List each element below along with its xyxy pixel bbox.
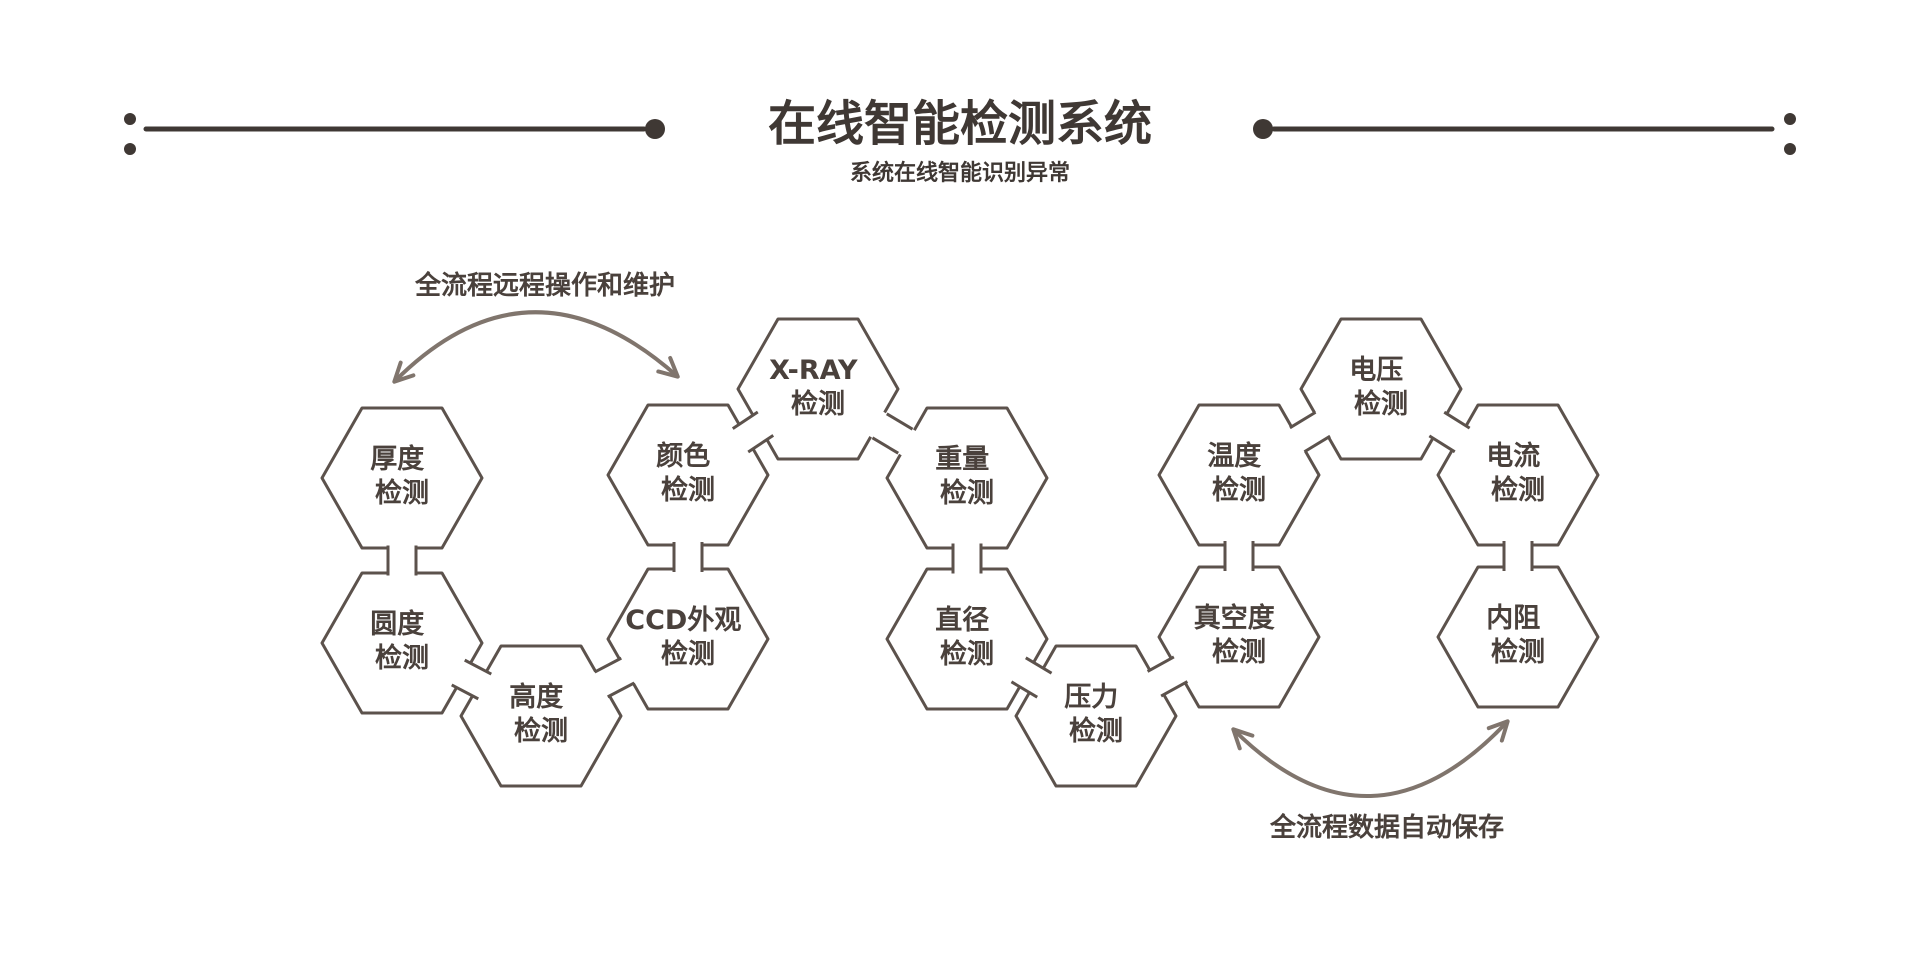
connector [584, 653, 645, 702]
connector [1137, 651, 1198, 702]
connector [723, 405, 783, 459]
header-decoration-right [1253, 113, 1796, 155]
connector [951, 532, 983, 585]
hexagon-shape [459, 644, 623, 788]
hex-node-temperature: 温度 检测 [1157, 403, 1321, 547]
hex-label: 电流 检测 [1486, 441, 1549, 506]
connector [441, 655, 502, 704]
hex-node-voltage: 电压 检测 [1299, 317, 1463, 461]
hex-label: CCD外观 检测 [625, 605, 750, 670]
hex-node-roundness: 圆度 检测 [320, 571, 484, 715]
hex-label: 内阻 检测 [1486, 603, 1549, 668]
remote-operation-arrow [392, 310, 680, 384]
hex-label: 压力 检测 [1064, 682, 1127, 747]
hex-node-weight: 重量 检测 [885, 406, 1049, 550]
hex-label: 温度 检测 [1207, 440, 1270, 506]
hexagon-shape [1436, 403, 1600, 547]
hex-label: 真空度 检测 [1194, 602, 1284, 668]
hex-label: 颜色 检测 [656, 440, 719, 506]
header-decoration-left [124, 113, 665, 155]
hexagon-shape [1436, 565, 1600, 709]
hexagon-shape [320, 571, 484, 715]
data-save-label: 全流程数据自动保存 [1269, 812, 1504, 843]
hex-label: 厚度 检测 [370, 443, 433, 509]
page-title: 在线智能检测系统 [768, 96, 1152, 152]
connector [1420, 406, 1479, 458]
hex-label: 电压 检测 [1349, 355, 1412, 420]
hex-node-current: 电流 检测 [1436, 403, 1600, 547]
hexagon-shape [1157, 565, 1321, 709]
small-dot [124, 143, 136, 155]
connector [386, 534, 418, 587]
hex-label: 圆度 检测 [370, 608, 433, 674]
small-dot [1784, 143, 1796, 155]
hexagon-shape [320, 406, 484, 550]
hex-node-thickness: 厚度 检测 [320, 406, 484, 550]
data-save-arrow [1231, 719, 1510, 799]
data-save-annotation: 全流程数据自动保存 [1231, 719, 1510, 843]
big-dot [1253, 119, 1273, 139]
hex-node-ccd-appearance: CCD外观 检测 [606, 567, 770, 711]
connector [672, 531, 704, 583]
small-dot [1784, 113, 1796, 125]
connector [1502, 530, 1534, 582]
hex-label: 高度 检测 [509, 681, 572, 747]
connector [862, 408, 923, 459]
hexagon-shape [885, 406, 1049, 550]
connector [1223, 530, 1255, 582]
hexagon-shape [606, 567, 770, 711]
hexagon-shape [1299, 317, 1463, 461]
big-dot [645, 119, 665, 139]
hex-node-internal-resistance: 内阻 检测 [1436, 565, 1600, 709]
connector [1001, 652, 1062, 703]
page-subtitle: 系统在线智能识别异常 [850, 160, 1070, 186]
hexagon-shape [1157, 403, 1321, 547]
small-dot [124, 113, 136, 125]
hex-node-height: 高度 检测 [459, 644, 623, 788]
hex-label: 重量 检测 [935, 444, 998, 509]
hex-node-vacuum: 真空度 检测 [1157, 565, 1321, 709]
hex-label: 直径 检测 [935, 605, 998, 670]
connector [1280, 406, 1340, 458]
hex-label: X-RAY 检测 [769, 355, 867, 420]
remote-operation-label: 全流程远程操作和维护 [414, 270, 675, 301]
remote-operation-annotation: 全流程远程操作和维护 [392, 270, 680, 384]
